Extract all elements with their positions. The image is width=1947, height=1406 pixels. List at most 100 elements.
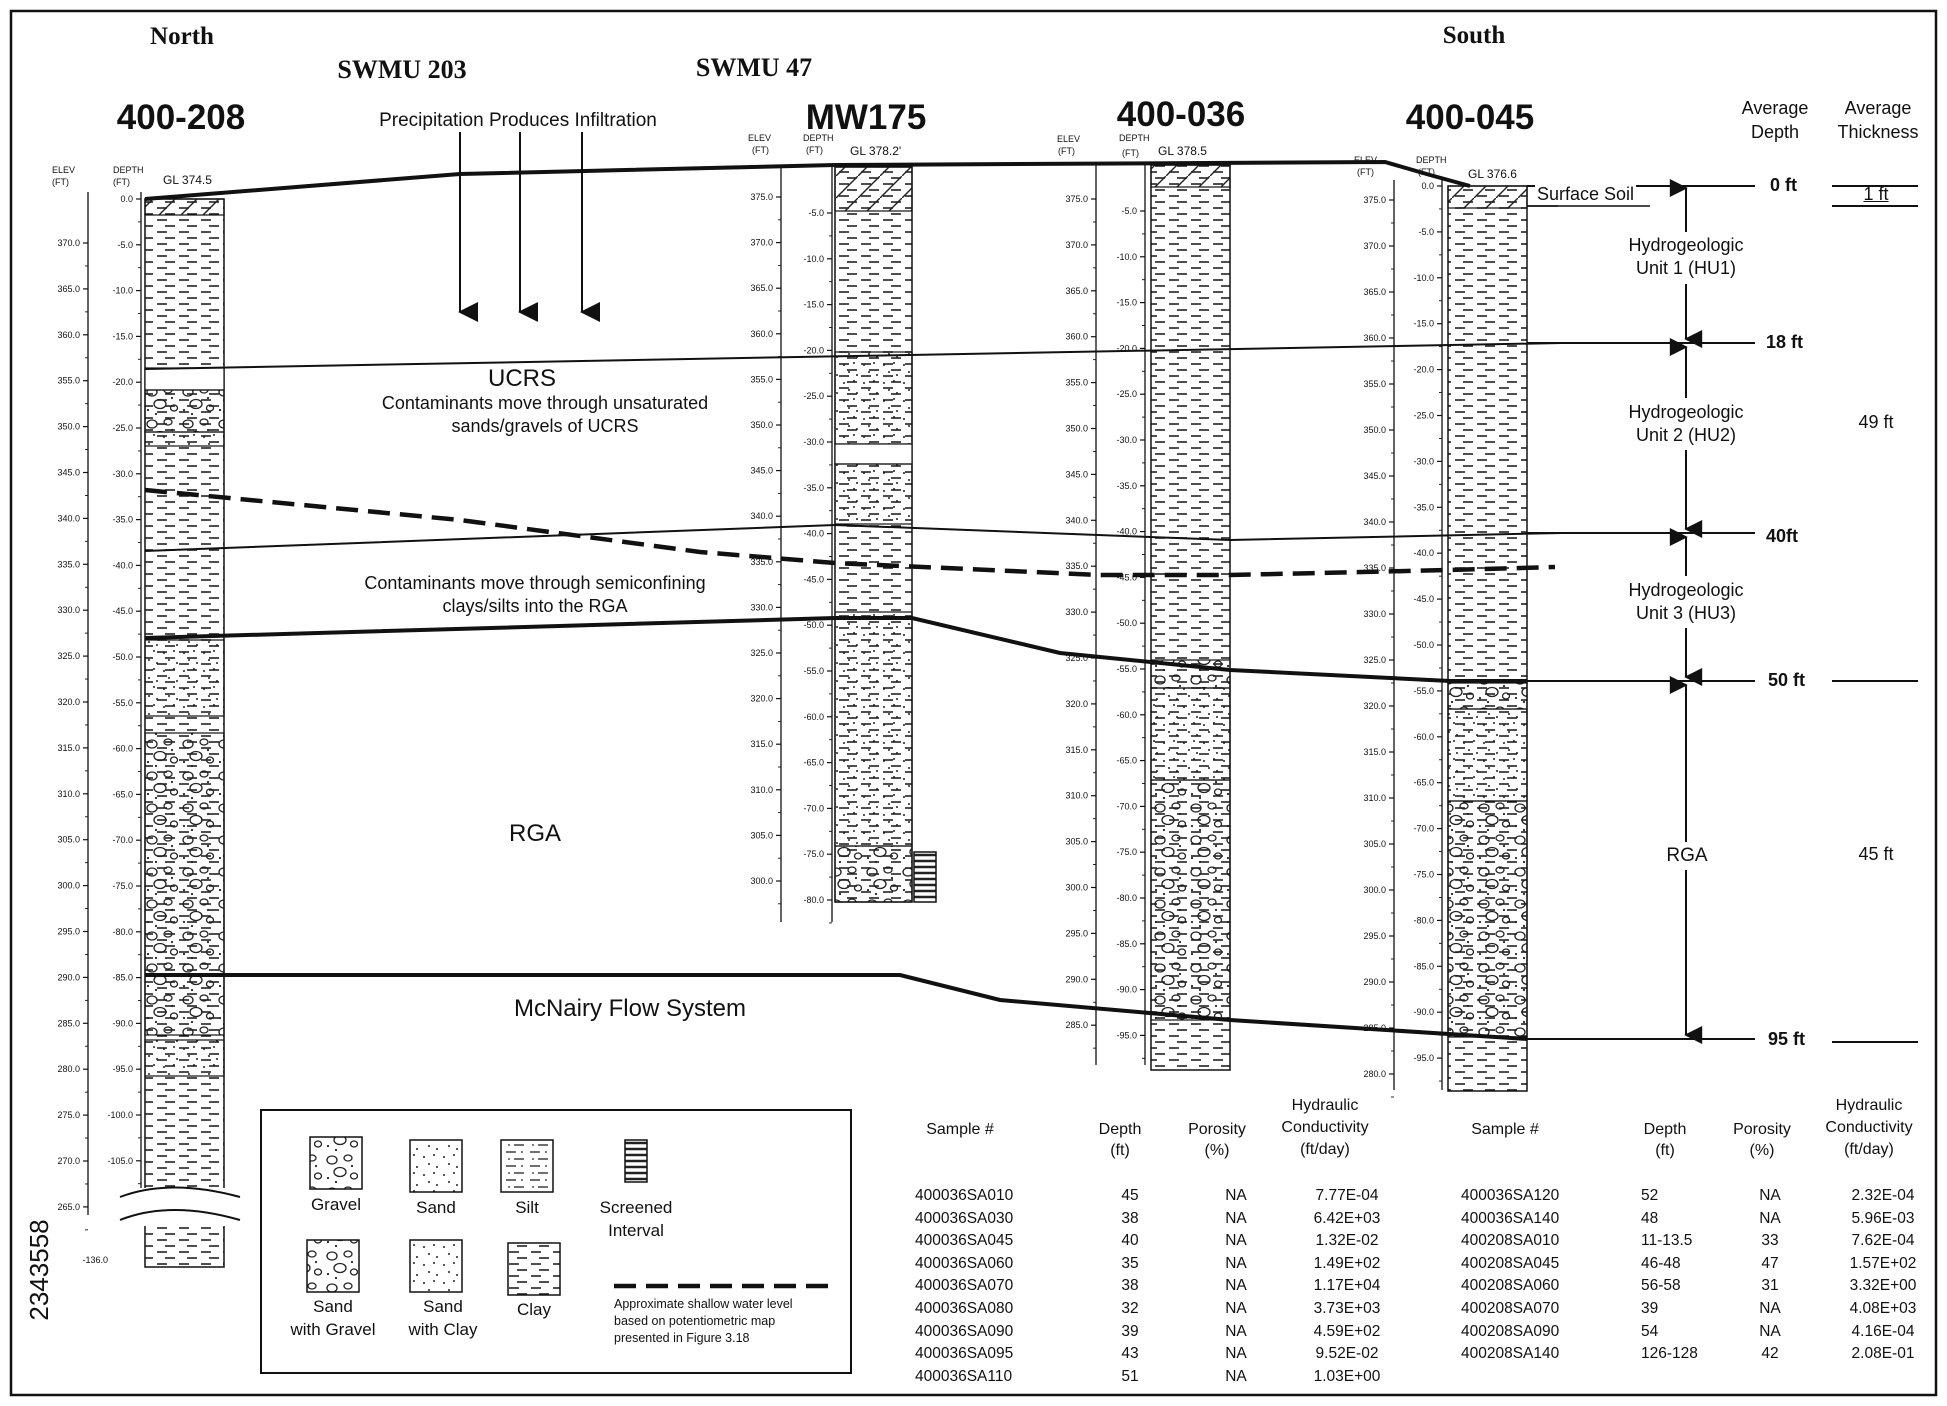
conductivity-cell: 7.77E-04 <box>1315 1187 1379 1204</box>
elev-tick-label: 320.0 <box>1065 699 1088 709</box>
elev-tick-label: 345.0 <box>1065 469 1088 479</box>
right-table-hc-header-1: Hydraulic <box>1835 1097 1903 1114</box>
elev-tick-label: 320.0 <box>1363 701 1386 711</box>
figure-border <box>9 9 1938 1397</box>
elev-tick-label: 265.0 <box>57 1202 80 1212</box>
depth-cell: 45 <box>1121 1187 1139 1204</box>
elev-tick-label: 300.0 <box>1363 885 1386 895</box>
elev-tick-label: 350.0 <box>1363 425 1386 435</box>
right-table-hc-header-3: (ft/day) <box>1844 1141 1894 1158</box>
depth-tick-label: -20.0 <box>1413 365 1434 375</box>
sample-id-cell: 400036SA030 <box>915 1209 1014 1227</box>
avg-thickness-header-line1: Average <box>1844 98 1912 118</box>
well-400-036-gl: GL 378.5 <box>1158 144 1207 158</box>
elev-axis-unit: (FT) <box>52 177 69 187</box>
ucrs-label: UCRS <box>487 365 556 392</box>
hu3-label-line1: Hydrogeologic <box>1628 580 1744 600</box>
elev-axis-label: ELEV <box>748 133 771 143</box>
legend <box>260 1109 852 1374</box>
elev-tick-label: 295.0 <box>1065 928 1088 938</box>
depth-tick-label: -50.0 <box>112 652 133 662</box>
elev-tick-label: 315.0 <box>1065 745 1088 755</box>
depth-tick-label: -70.0 <box>803 803 824 813</box>
well-mw175-gl: GL 378.2' <box>850 144 901 158</box>
sample-id-cell: 400208SA140 <box>1461 1345 1560 1363</box>
elev-tick-label: 355.0 <box>1065 378 1088 388</box>
depth-tick-label: -90.0 <box>1413 1007 1434 1017</box>
depth-cell: 54 <box>1641 1322 1659 1340</box>
depth-tick-label: -55.0 <box>1413 686 1434 696</box>
depth-cell: 11-13.5 <box>1641 1232 1693 1250</box>
depth-cell: 56-58 <box>1641 1277 1681 1295</box>
elev-tick-label: 335.0 <box>57 559 80 569</box>
elev-tick-label: 325.0 <box>1363 655 1386 665</box>
elev-tick-label: 315.0 <box>1363 747 1386 757</box>
elev-axis-label: ELEV <box>52 165 75 175</box>
depth-tick-label: -35.0 <box>112 515 133 525</box>
elev-tick-label: 340.0 <box>57 513 80 523</box>
elev-tick-label: 285.0 <box>1065 1020 1088 1030</box>
depth-cell: 38 <box>1121 1209 1139 1227</box>
depth-tick-label: -80.0 <box>803 895 824 905</box>
depth-tick-label: -25.0 <box>112 423 133 433</box>
sample-id-cell: 400036SA090 <box>915 1322 1014 1340</box>
sample-id-cell: 400208SA060 <box>1461 1277 1560 1295</box>
elev-tick-label: 295.0 <box>57 927 80 937</box>
depth-tick-label: -5.0 <box>808 208 824 218</box>
porosity-cell: 33 <box>1761 1232 1779 1250</box>
legend-gravel-swatch <box>309 1136 363 1190</box>
porosity-cell: NA <box>1225 1277 1247 1295</box>
hu3-label-line2: Unit 3 (HU3) <box>1635 603 1737 623</box>
depth-tick-label: -95.0 <box>112 1064 133 1074</box>
elev-tick-label: 325.0 <box>1065 653 1088 663</box>
elev-tick-label: 340.0 <box>1363 517 1386 527</box>
depth-cell: 52 <box>1641 1187 1659 1204</box>
left-table-hc-header-1: Hydraulic <box>1291 1097 1359 1114</box>
porosity-cell: NA <box>1225 1232 1247 1250</box>
north-label: North <box>150 23 214 50</box>
sample-id-cell: 400036SA110 <box>915 1367 1013 1385</box>
conductivity-cell: 3.32E+00 <box>1849 1277 1917 1295</box>
elev-axis-unit: (FT) <box>1357 167 1374 177</box>
conductivity-cell: 5.96E-03 <box>1851 1209 1915 1227</box>
depth-tick-label: -50.0 <box>1116 618 1137 628</box>
depth-tick-label: -105.0 <box>107 1156 133 1166</box>
porosity-cell: NA <box>1759 1187 1781 1204</box>
right-table-sample-header: Sample # <box>1471 1121 1539 1138</box>
elev-tick-label: 345.0 <box>57 468 80 478</box>
rga-label: RGA <box>508 820 561 847</box>
left-table-depth-header-1: Depth <box>1098 1121 1142 1138</box>
depth-tick-label: -90.0 <box>1116 985 1137 995</box>
porosity-cell: NA <box>1759 1209 1781 1227</box>
avg-thickness-header-line2: Thickness <box>1837 122 1919 142</box>
legend-sand-gravel-swatch <box>306 1239 360 1293</box>
elev-tick-label: 340.0 <box>750 511 773 521</box>
conductivity-cell: 1.17E+04 <box>1313 1277 1381 1295</box>
depth-cell: 35 <box>1121 1254 1139 1272</box>
depth-tick-label: -45.0 <box>803 574 824 584</box>
sample-id-cell: 400208SA090 <box>1461 1322 1560 1340</box>
porosity-cell: 47 <box>1761 1254 1779 1272</box>
depth-axis-unit: (FT) <box>1122 148 1139 158</box>
elev-tick-label: 350.0 <box>57 422 80 432</box>
elev-tick-label: 375.0 <box>1363 195 1386 205</box>
depth-tick-label: -100.0 <box>107 1110 133 1120</box>
depth-tick-label: -45.0 <box>1413 594 1434 604</box>
elev-tick-label: 310.0 <box>750 785 773 795</box>
elev-tick-label: 350.0 <box>1065 424 1088 434</box>
depth-cell: 126-128 <box>1641 1345 1698 1363</box>
legend-sand-clay-line2: with Clay <box>408 1320 478 1339</box>
sample-id-cell: 400036SA060 <box>915 1254 1014 1272</box>
elev-tick-label: 335.0 <box>1363 563 1386 573</box>
elev-tick-label: 325.0 <box>57 651 80 661</box>
conductivity-cell: 1.32E-02 <box>1315 1232 1379 1250</box>
conductivity-cell: 4.08E+03 <box>1849 1299 1917 1317</box>
depth-axis-label: DEPTH <box>1119 133 1150 143</box>
